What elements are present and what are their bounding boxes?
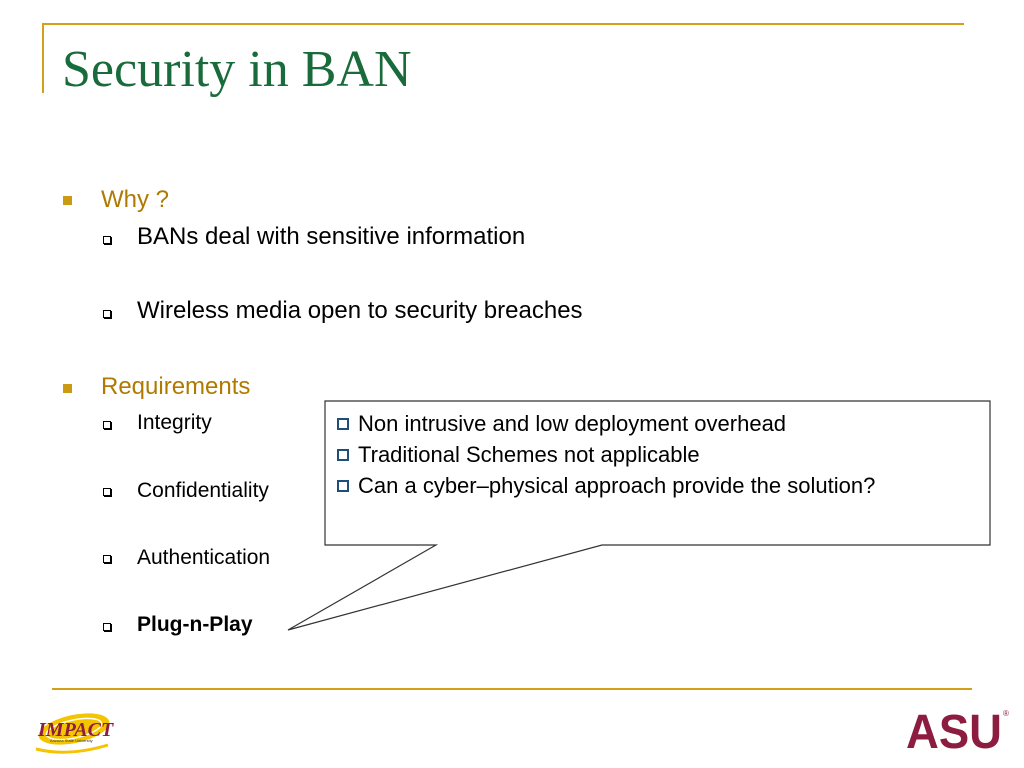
list-item: Confidentiality: [137, 479, 269, 502]
section-heading-requirements: Requirements: [101, 373, 251, 400]
impact-logo-subtext: Arizona State University: [50, 738, 93, 743]
checkbox-bullet-icon: [337, 417, 349, 430]
list-item-plug-n-play: Plug-n-Play: [137, 613, 253, 636]
impact-logo-text: IMPACT: [37, 719, 114, 741]
callout-item: Non intrusive and low deployment overhea…: [335, 408, 985, 439]
callout-item: Traditional Schemes not applicable: [335, 439, 985, 470]
list-item: Authentication: [137, 546, 271, 569]
asu-logo: ASU ®: [906, 706, 1009, 754]
checkbox-bullet-icon: [337, 479, 349, 492]
bullet-square-icon: [63, 196, 72, 205]
left-rule: [42, 23, 44, 93]
section-heading-why: Why ?: [101, 186, 170, 213]
checkbox-bullet-icon: [337, 448, 349, 461]
checkbox-bullet-icon: [103, 555, 111, 563]
checkbox-bullet-icon: [103, 488, 111, 496]
list-item: Wireless media open to security breaches: [137, 297, 583, 324]
list-item: BANs deal with sensitive information: [137, 223, 526, 250]
list-item: Integrity: [137, 411, 212, 434]
checkbox-bullet-icon: [103, 623, 111, 631]
checkbox-bullet-icon: [103, 310, 111, 318]
top-rule: [42, 23, 964, 25]
checkbox-bullet-icon: [103, 421, 111, 429]
checkbox-bullet-icon: [103, 236, 111, 244]
callout-list: Non intrusive and low deployment overhea…: [335, 408, 985, 501]
asu-logo-text: ASU: [906, 706, 1002, 754]
impact-logo: IMPACT Arizona State University: [35, 713, 114, 754]
registered-mark: ®: [1003, 709, 1009, 718]
slide-title: Security in BAN: [62, 41, 412, 98]
callout-item: Can a cyber–physical approach provide th…: [335, 470, 985, 501]
bottom-rule: [52, 688, 972, 690]
bullet-square-icon: [63, 384, 72, 393]
